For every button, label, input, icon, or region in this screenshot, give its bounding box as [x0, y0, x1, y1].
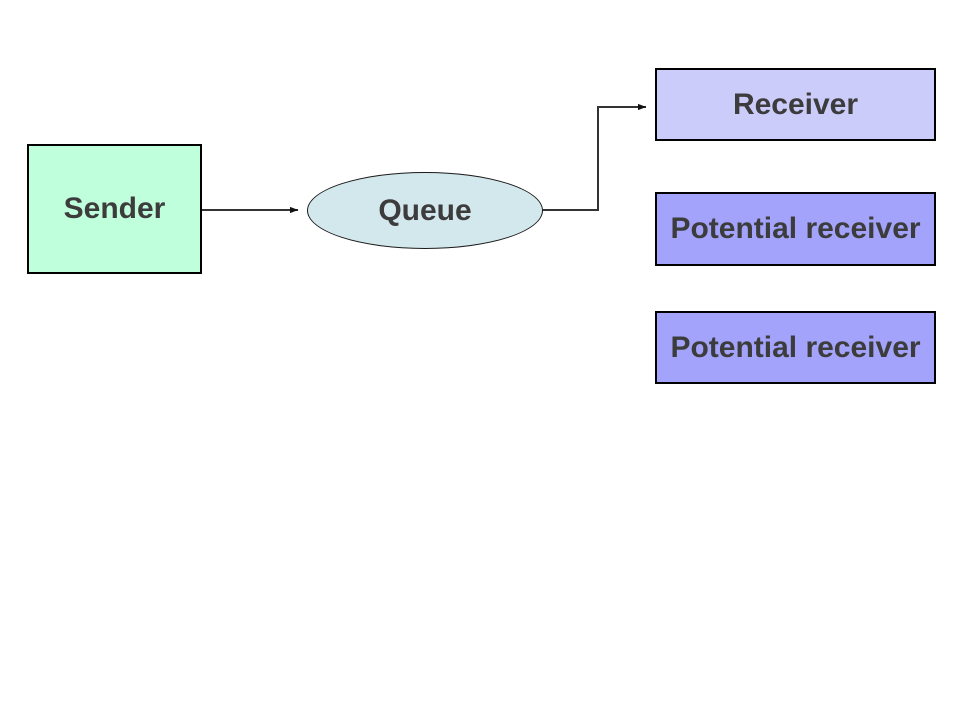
node-sender-label: Sender — [63, 192, 166, 225]
node-queue-label: Queue — [378, 193, 472, 227]
node-potential-receiver-1-label: Potential receiver — [670, 212, 921, 245]
node-receiver-label: Receiver — [732, 87, 859, 121]
node-potential-receiver-2-label: Potential receiver — [670, 330, 921, 364]
node-sender[interactable]: Sender — [27, 144, 202, 274]
node-receiver[interactable]: Receiver — [655, 68, 936, 141]
connector-queue-to-receiver — [543, 103, 647, 211]
node-potential-receiver-1[interactable]: Potential receiver — [655, 192, 936, 266]
node-queue[interactable]: Queue — [307, 172, 543, 249]
node-potential-receiver-2[interactable]: Potential receiver — [655, 311, 936, 384]
